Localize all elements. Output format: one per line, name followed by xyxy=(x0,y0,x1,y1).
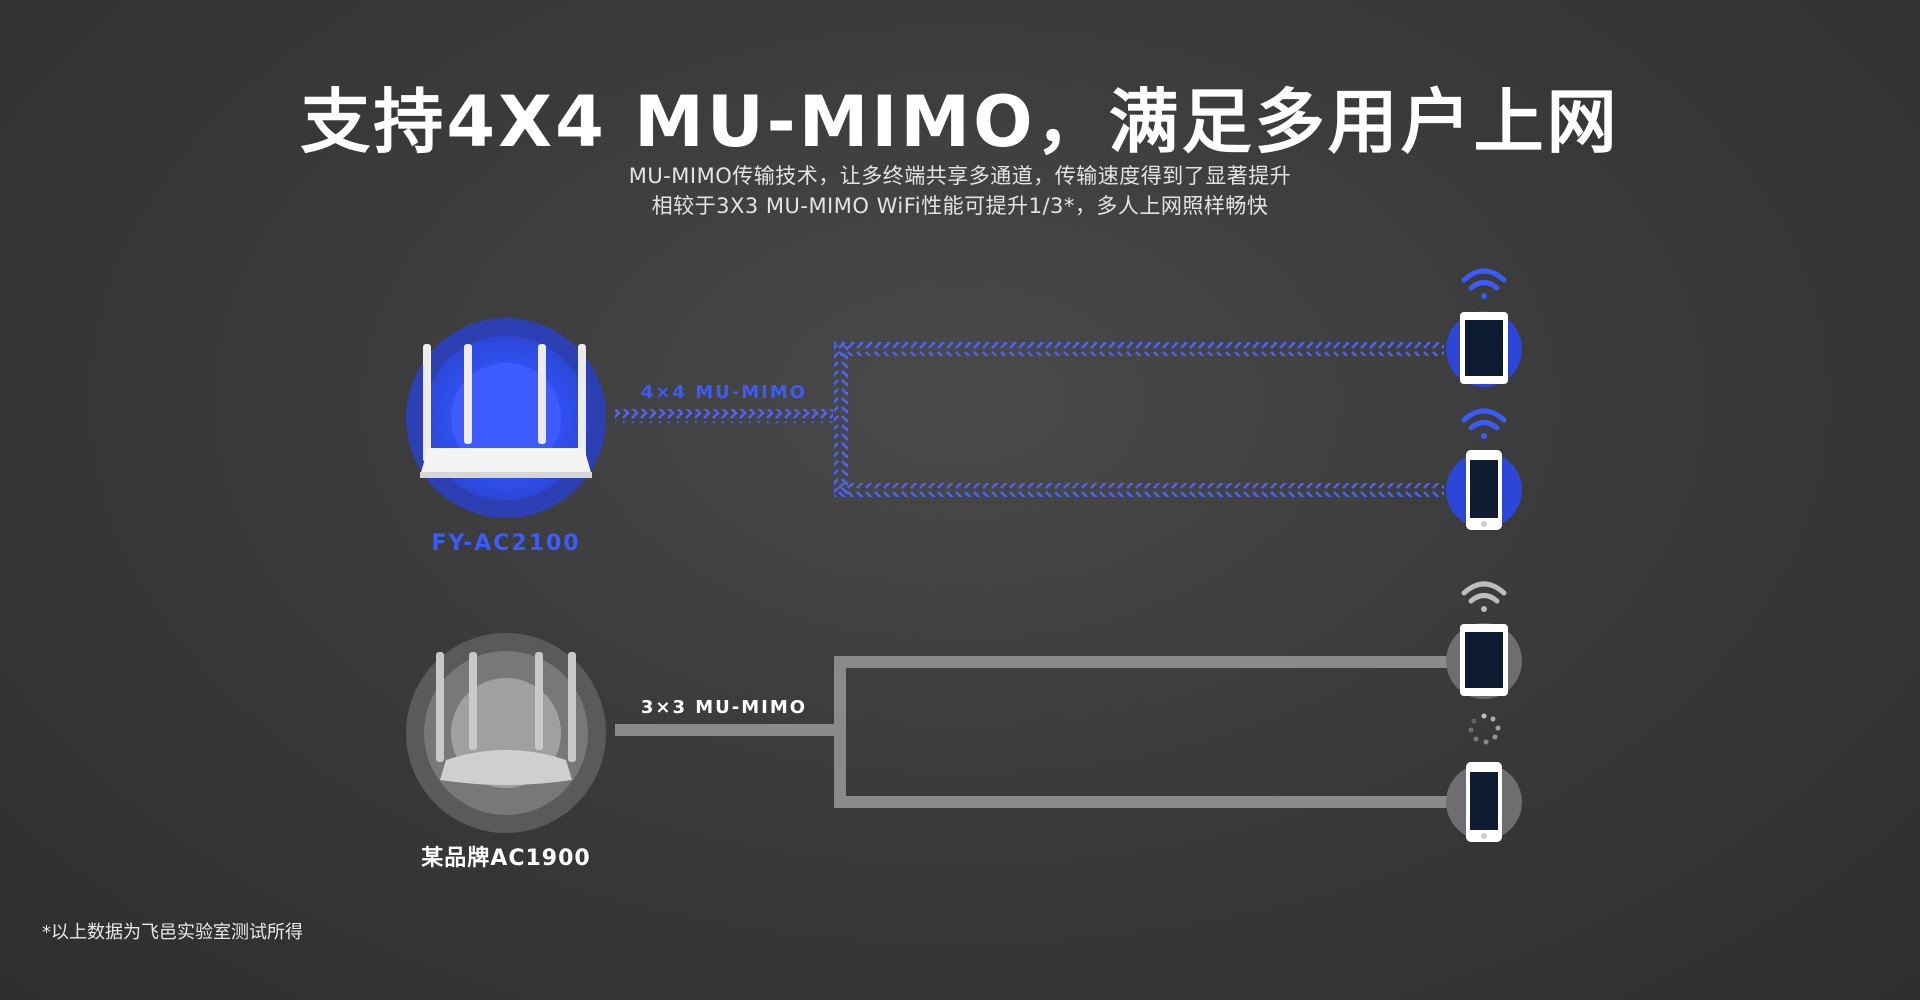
top-tablet-device xyxy=(1446,311,1522,387)
4x4-link-label: 4×4 MU-MIMO xyxy=(641,382,807,403)
footnote: *以上数据为飞邑实验室测试所得 xyxy=(42,922,303,943)
router-antenna-icon xyxy=(423,344,586,462)
fy-ac2100-label: FY-AC2100 xyxy=(431,531,580,556)
top-phone-device xyxy=(1446,450,1522,530)
wifi-weak-icon xyxy=(1461,581,1507,612)
subtitle-line-1: MU-MIMO传输技术，让多终端共享多通道，传输速度得到了显著提升 xyxy=(628,164,1292,188)
3x3-link-label: 3×3 MU-MIMO xyxy=(641,697,807,718)
wifi-icon xyxy=(1461,268,1507,299)
bottom-phone-device xyxy=(1446,762,1522,842)
subtitle-line-2: 相较于3X3 MU-MIMO WiFi性能可提升1/3*，多人上网照样畅快 xyxy=(651,194,1269,218)
wifi-icon xyxy=(1461,408,1507,439)
ac1900-label: 某品牌AC1900 xyxy=(421,845,590,871)
ac1900-router xyxy=(406,633,606,833)
fy-ac2100-router xyxy=(406,318,606,518)
bottom-tablet-device xyxy=(1446,623,1522,699)
3x3-signal-line xyxy=(615,656,1450,808)
loading-spinner-icon xyxy=(1468,713,1501,745)
4x4-signal-stream xyxy=(615,342,1444,497)
page-title: 支持4X4 MU-MIMO，满足多用户上网 xyxy=(300,81,1620,163)
